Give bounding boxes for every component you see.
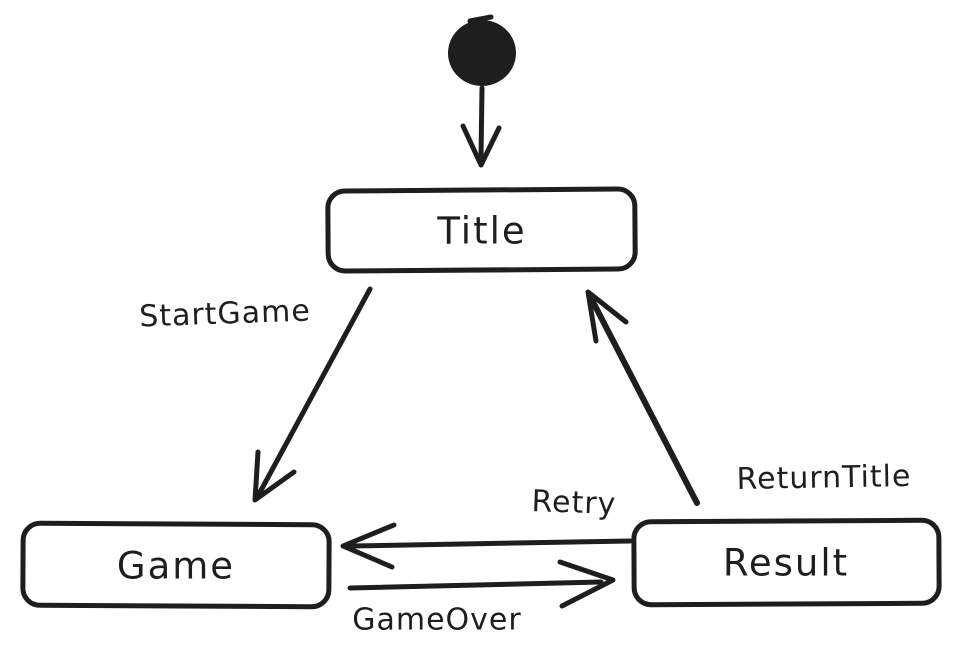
state-label-result: Result <box>723 542 849 585</box>
initial-state-node <box>448 14 516 87</box>
arrowhead-left-icon <box>340 522 397 570</box>
state-node-title: Title <box>325 186 638 274</box>
edge-game-over <box>347 559 616 609</box>
edge-label-start-game: StartGame <box>139 294 312 335</box>
arrowhead-upleft-icon <box>585 289 629 344</box>
edge-start-game <box>252 286 373 503</box>
state-node-game: Game <box>20 520 332 610</box>
arrowhead-down-icon <box>460 123 502 168</box>
edge-label-return-title: ReturnTitle <box>736 459 911 497</box>
state-label-title: Title <box>436 210 526 253</box>
arrowhead-right-icon <box>557 559 616 609</box>
state-node-result: Result <box>631 517 942 608</box>
edge-label-retry: Retry <box>531 484 617 522</box>
pen-overshoot-stroke <box>467 14 494 24</box>
state-label-game: Game <box>117 545 235 588</box>
edge-retry <box>340 522 633 570</box>
edge-label-game-over: GameOver <box>352 603 521 638</box>
edge-initial-to-title <box>460 85 502 168</box>
edge-return-title <box>585 289 700 506</box>
arrowhead-downleft-icon <box>252 449 297 503</box>
